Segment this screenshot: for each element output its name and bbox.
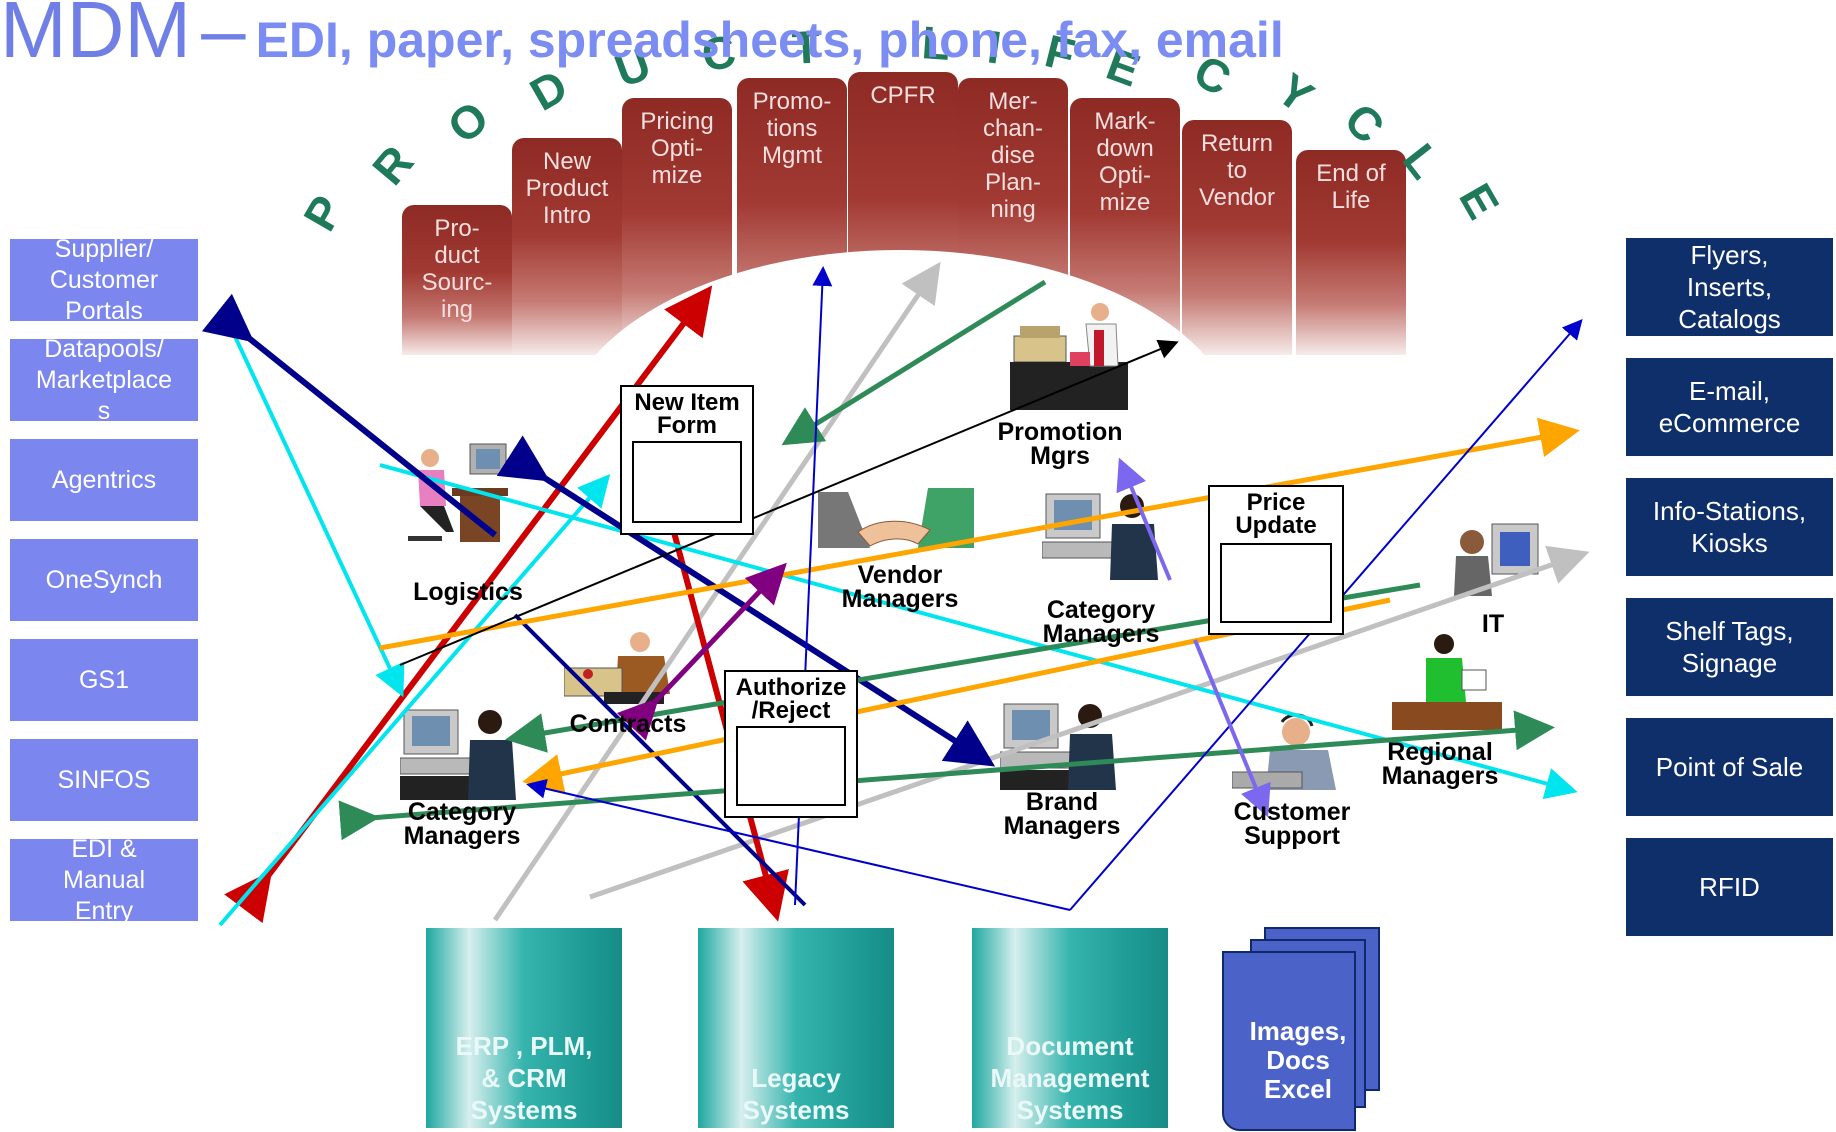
new-item-form[interactable]: New Item Form: [620, 385, 754, 535]
role-brand-managers: Brand Managers: [1003, 788, 1121, 840]
title-subtitle: EDI, paper, spreadsheets, phone, fax, em…: [255, 12, 1284, 68]
channel-flyers-inserts-catalogs[interactable]: Flyers, Inserts, Catalogs: [1626, 238, 1833, 336]
channel-rfid[interactable]: RFID: [1626, 838, 1833, 936]
source-gs1[interactable]: GS1: [10, 639, 198, 721]
channel-email-ecommerce[interactable]: E-mail, eCommerce: [1626, 358, 1833, 456]
channel-info-stations-kiosks[interactable]: Info-Stations, Kiosks: [1626, 478, 1833, 576]
stage-end-of-life: End of Life: [1296, 150, 1406, 355]
role-regional-managers: Regional Managers: [1381, 738, 1499, 790]
authorize-reject-form-title: Authorize /Reject: [735, 674, 847, 724]
role-logistics: Logistics: [413, 578, 523, 606]
role-vendor-managers: Vendor Managers: [841, 561, 959, 613]
flow-arrow: [399, 339, 1179, 666]
authorize-reject-form-body: [736, 726, 846, 806]
doc-sheet-front: [1222, 951, 1356, 1131]
system-legacy[interactable]: Legacy Systems: [698, 928, 894, 1128]
source-supplier-customer-portals[interactable]: Supplier/ Customer Portals: [10, 239, 198, 321]
flow-arrow: [616, 562, 787, 741]
person-at-computer-icon: [1454, 523, 1539, 596]
source-datapools-marketplaces[interactable]: Datapools/ Marketplace s: [10, 339, 198, 421]
stage-return-to-vendor: Return to Vendor: [1182, 120, 1292, 355]
title-mdm: MDM: [0, 0, 192, 74]
flow-arrow: [379, 417, 1580, 651]
flow-arrow: [223, 314, 405, 698]
page-title: MDM–EDI, paper, spreadsheets, phone, fax…: [0, 0, 1284, 76]
price-update-form[interactable]: Price Update: [1208, 485, 1344, 635]
flow-arrow: [781, 279, 1047, 446]
role-category-managers-left: Category Managers: [403, 798, 521, 850]
flow-arrow: [1193, 639, 1271, 818]
channel-shelf-tags-signage[interactable]: Shelf Tags, Signage: [1626, 598, 1833, 696]
title-dash: –: [201, 0, 246, 74]
flow-arrow: [338, 710, 1555, 841]
source-agentrics[interactable]: Agentrics: [10, 439, 198, 521]
new-item-form-body: [632, 441, 742, 523]
docs-label: Images, Docs Excel: [1249, 1016, 1347, 1104]
system-erp-plm-crm[interactable]: ERP , PLM, & CRM Systems: [426, 928, 622, 1128]
role-category-managers-center: Category Managers: [1042, 596, 1160, 648]
flow-arrow: [526, 778, 1071, 911]
source-sinfos[interactable]: SINFOS: [10, 739, 198, 821]
flow-arrow: [201, 293, 497, 538]
channel-point-of-sale[interactable]: Point of Sale: [1626, 718, 1833, 816]
source-edi-manual-entry[interactable]: EDI & Manual Entry: [10, 839, 198, 921]
source-onesynch[interactable]: OneSynch: [10, 539, 198, 621]
price-update-form-title: Price Update: [1235, 489, 1317, 539]
system-document-management[interactable]: Document Management Systems: [972, 928, 1168, 1128]
flow-arrow: [218, 473, 611, 927]
role-it: IT: [1481, 610, 1505, 638]
document-stack-icon[interactable]: Images, Docs Excel: [1222, 927, 1382, 1132]
price-update-form-body: [1220, 543, 1332, 623]
person-at-computer-icon: [1042, 493, 1158, 580]
role-contracts: Contracts: [569, 710, 687, 738]
role-customer-support: Customer Support: [1233, 798, 1351, 850]
flow-arrow: [1116, 457, 1172, 581]
role-promotion-mgrs: Promotion Mgrs: [997, 418, 1123, 470]
authorize-reject-form[interactable]: Authorize /Reject: [724, 670, 858, 818]
new-item-form-title: New Item Form: [634, 389, 740, 439]
